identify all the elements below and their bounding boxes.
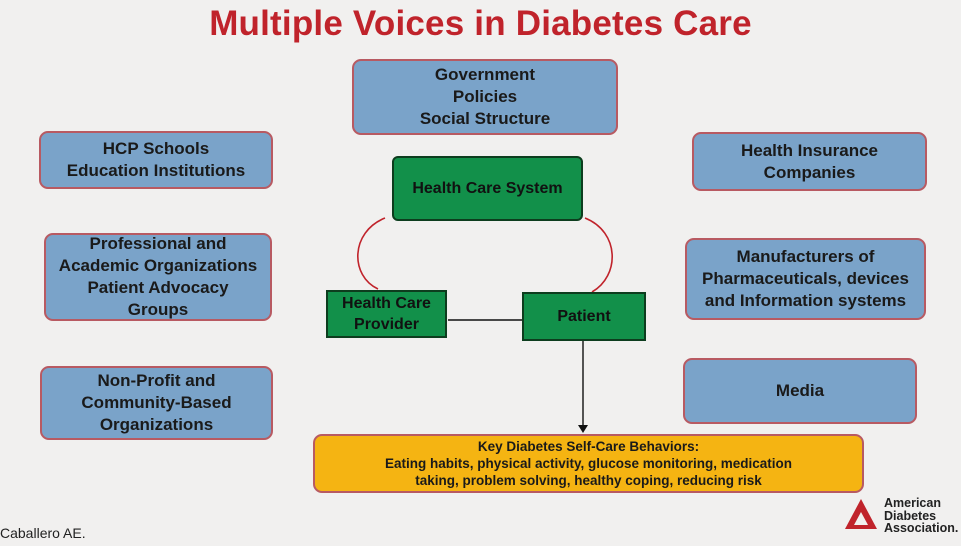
node-label: Companies [763, 162, 856, 182]
patient-box: Patient [522, 292, 646, 341]
node-label: Patient Advocacy [87, 278, 229, 297]
media-box: Media [683, 358, 917, 424]
nonprofit-box: Non-Profit and Community-Based Organizat… [40, 366, 273, 440]
logo-line: Diabetes [884, 508, 937, 523]
node-label: Health Care [342, 295, 431, 312]
logo-line: Association. [884, 521, 959, 535]
citation-credit: Caballero AE. [0, 525, 86, 541]
node-label: Groups [127, 300, 189, 319]
node-label: HCP Schools [102, 139, 210, 158]
node-label: Academic Organizations [58, 256, 258, 275]
ada-triangle-icon [845, 499, 877, 529]
logo-line: American [884, 496, 941, 510]
node-label: Manufacturers of [736, 247, 875, 266]
node-label: Patient [557, 308, 611, 325]
health-care-system-box: Health Care System [392, 156, 583, 221]
node-label: Education Institutions [66, 161, 246, 180]
node-label: Pharmaceuticals, devices [702, 269, 909, 288]
curve-left-connector [357, 217, 386, 290]
node-label: Key Diabetes Self-Care Behaviors: [477, 439, 700, 454]
node-label: Health Insurance [741, 140, 878, 160]
node-label: Social Structure [419, 109, 551, 128]
arrow-head [578, 425, 588, 433]
node-label: Non-Profit and [97, 371, 216, 390]
node-label: Eating habits, physical activity, glucos… [384, 456, 793, 471]
node-label: Policies [452, 87, 518, 106]
node-label: taking, problem solving, healthy coping,… [415, 473, 762, 488]
node-label: Community-Based [81, 393, 232, 412]
manufacturers-box: Manufacturers of Pharmaceuticals, device… [685, 238, 926, 320]
node-label: Government [434, 65, 536, 84]
government-box: Government Policies Social Structure [352, 59, 618, 135]
curve-right-connector [584, 217, 613, 293]
health-insurance-box: Health Insurance Companies [692, 132, 927, 191]
hcp-schools-box: HCP Schools Education Institutions [39, 131, 273, 189]
ada-logo-text: American Diabetes Association. [884, 497, 958, 535]
node-label: Media [775, 381, 825, 400]
node-label: Health Care System [412, 180, 563, 197]
node-label: Provider [354, 316, 419, 333]
node-label: and Information systems [704, 291, 907, 310]
professional-organizations-box: Professional and Academic Organizations … [44, 233, 272, 321]
node-label: Professional and [89, 234, 227, 253]
self-care-behaviors-box: Key Diabetes Self-Care Behaviors: Eating… [313, 434, 864, 493]
health-care-provider-box: Health Care Provider [326, 290, 447, 338]
page-title: Multiple Voices in Diabetes Care [209, 4, 752, 43]
node-label: Organizations [99, 415, 214, 434]
